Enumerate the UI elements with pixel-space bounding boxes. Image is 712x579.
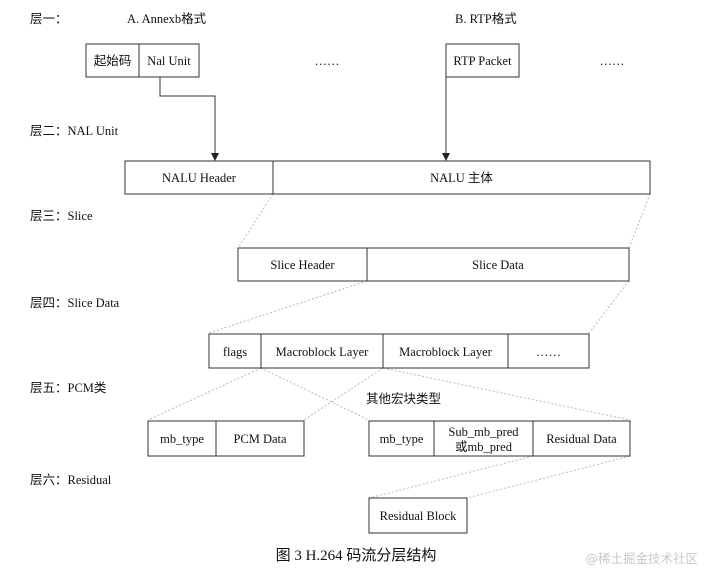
layer-4-ellipsis-cell: …… <box>536 345 561 359</box>
pcm-box <box>147 420 305 457</box>
nal-unit-box <box>124 160 651 195</box>
arrow-nal-unit-to-nalu-header <box>159 77 219 161</box>
connector-nalu-body-left <box>237 193 274 249</box>
layer-1-annexb-row: 起始码 Nal Unit <box>85 43 200 78</box>
layer-4-slice-data-row: flags Macroblock Layer Macroblock Layer … <box>208 333 590 369</box>
layer-2-nal-unit-row: NALU Header NALU 主体 <box>124 160 651 195</box>
slice-data-box <box>208 333 590 369</box>
layer-1-label: 层一： <box>30 12 68 26</box>
layer-5-label: 层五：PCM类 <box>30 381 107 395</box>
pcm-data-cell: PCM Data <box>233 432 287 446</box>
layer-1-ellipsis-left: …… <box>315 54 340 68</box>
watermark-text: @稀土掘金技术社区 <box>585 551 698 566</box>
slice-box <box>237 247 630 282</box>
nalu-header-cell: NALU Header <box>162 171 237 185</box>
layer-5-pcm-row: mb_type PCM Data <box>147 420 305 457</box>
connector-slice-data-right <box>588 280 630 334</box>
figure-caption: 图 3 H.264 码流分层结构 <box>276 547 437 564</box>
flags-cell: flags <box>223 345 247 359</box>
start-code-cell: 起始码 <box>94 54 132 68</box>
rtp-packet-box <box>445 43 520 78</box>
connector-slice-data-left <box>208 280 368 334</box>
layer-4-label: 层四：Slice Data <box>30 296 120 310</box>
mb-pred-cell: 或mb_pred <box>455 440 513 454</box>
connector-residual-left <box>368 455 534 499</box>
macroblock-layer-2-cell: Macroblock Layer <box>399 345 493 359</box>
residual-data-cell: Residual Data <box>546 432 617 446</box>
dotted-connectors <box>147 193 651 499</box>
other-macroblock-types-label: 其他宏块类型 <box>366 391 441 406</box>
start-code-box <box>85 43 200 78</box>
annexb-format-label: A. Annexb格式 <box>127 11 207 26</box>
layer-6-residual-row: Residual Block <box>368 497 468 534</box>
slice-header-cell: Slice Header <box>270 258 335 272</box>
macroblock-layer-1-cell: Macroblock Layer <box>276 345 370 359</box>
layer-3-slice-row: Slice Header Slice Data <box>237 247 630 282</box>
connector-nalu-body-right <box>628 193 651 249</box>
residual-block-cell: Residual Block <box>380 509 457 523</box>
nal-unit-cell: Nal Unit <box>147 54 191 68</box>
pcm-mb-type-cell: mb_type <box>160 432 204 446</box>
layer-6-label: 层六：Residual <box>30 473 112 487</box>
rtp-packet-cell: RTP Packet <box>453 54 512 68</box>
nalu-body-cell: NALU 主体 <box>430 171 493 185</box>
residual-block-box <box>368 497 468 534</box>
layer-labels: 层一： 层二：NAL Unit 层三：Slice 层四：Slice Data 层… <box>30 12 120 487</box>
rtp-format-label: B. RTP格式 <box>455 11 517 26</box>
other-macroblock-box <box>368 420 631 457</box>
slice-data-cell: Slice Data <box>472 258 524 272</box>
layer-1-rtp-row: RTP Packet <box>445 43 520 78</box>
layer-5-other-row: mb_type Sub_mb_pred 或mb_pred Residual Da… <box>368 420 631 457</box>
mb-type-cell: mb_type <box>380 432 424 446</box>
layer-3-label: 层三：Slice <box>30 209 93 223</box>
sub-mb-pred-cell: Sub_mb_pred <box>448 425 519 439</box>
connector-residual-right <box>466 455 631 499</box>
layer-1-ellipsis-right: …… <box>600 54 625 68</box>
connector-mb1-pcm-left <box>147 367 262 421</box>
layer-2-label: 层二：NAL Unit <box>30 124 119 138</box>
